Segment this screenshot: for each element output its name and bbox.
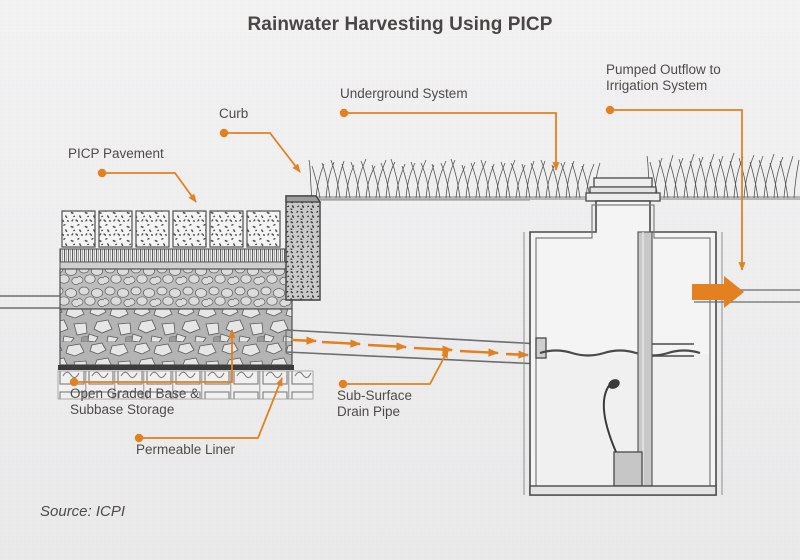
open-graded-base-layer bbox=[59, 268, 293, 310]
submersible-pump bbox=[602, 379, 643, 487]
soil-subgrade bbox=[58, 371, 313, 399]
source-credit: Source: ICPI bbox=[40, 503, 126, 520]
annotation-subsurface-drain: Sub-Surface Drain Pipe bbox=[337, 388, 413, 419]
page-title: Rainwater Harvesting Using PICP bbox=[247, 14, 553, 35]
float-switch bbox=[608, 379, 620, 389]
pavement-section bbox=[0, 210, 314, 400]
riser-pipe bbox=[637, 231, 653, 487]
left-pipe-stub bbox=[0, 295, 62, 309]
bedding-course bbox=[59, 248, 293, 263]
annotation-curb: Curb bbox=[219, 106, 249, 121]
subbase-storage-layer bbox=[59, 308, 293, 366]
water-level bbox=[539, 349, 701, 357]
tank-inlet bbox=[535, 337, 547, 359]
flow-arrows bbox=[321, 339, 530, 359]
flow-arrow-left bbox=[291, 336, 318, 345]
annotation-pumped-outflow: Pumped Outflow to Irrigation System bbox=[606, 62, 721, 93]
annotation-underground-system: Underground System bbox=[340, 86, 468, 101]
paver-course bbox=[60, 210, 292, 248]
leader-lines bbox=[69, 105, 746, 443]
annotation-permeable-liner: Permeable Liner bbox=[136, 442, 236, 457]
curb-block bbox=[285, 195, 322, 301]
choker-course bbox=[59, 261, 293, 270]
outflow-pipe bbox=[652, 343, 694, 357]
turf-grass-right bbox=[646, 152, 800, 200]
turf-grass-left bbox=[308, 158, 601, 200]
annotation-picp-pavement: PICP Pavement bbox=[68, 146, 164, 161]
permeable-liner-layer bbox=[58, 365, 294, 370]
outflow-arrow bbox=[692, 276, 744, 308]
cistern-tank bbox=[320, 177, 800, 496]
annotation-open-graded-base: Open Graded Base & Subbase Storage bbox=[70, 386, 200, 417]
